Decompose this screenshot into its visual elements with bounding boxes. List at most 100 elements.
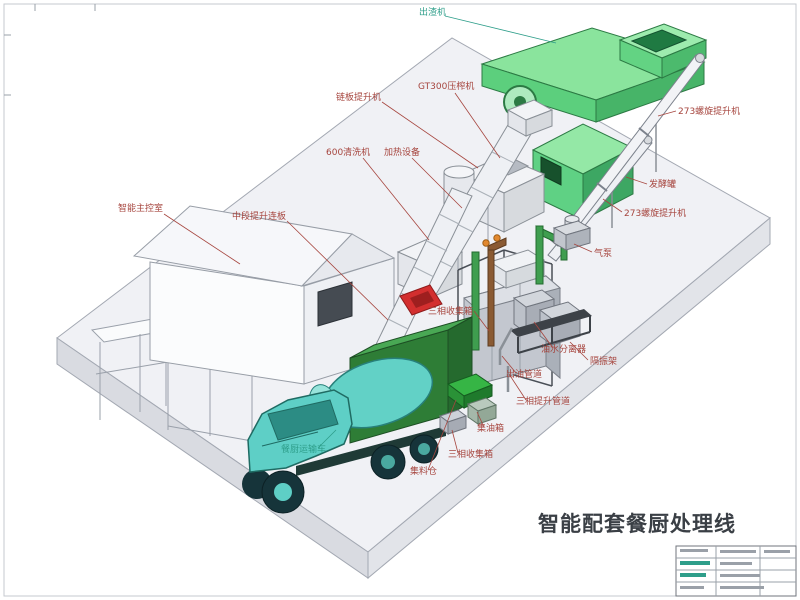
title-block-text-bar bbox=[680, 549, 708, 552]
label-text: 273螺旋提升机 bbox=[678, 105, 740, 117]
title-block-text-bar-teal bbox=[680, 561, 710, 565]
label-text: 集油箱 bbox=[477, 422, 504, 434]
title-block-text-bar bbox=[720, 550, 756, 553]
oil-box-right bbox=[477, 404, 497, 425]
front-wheel-hub bbox=[274, 483, 292, 501]
leader-line bbox=[444, 15, 557, 44]
leader-line bbox=[454, 92, 501, 159]
leader-line bbox=[602, 198, 623, 213]
label-text: 600清洗机 bbox=[326, 146, 370, 158]
leader-line bbox=[451, 429, 459, 454]
label-three-phase-lift-pipe: 三相提升管道 bbox=[508, 373, 570, 407]
ferment-tank-door bbox=[540, 156, 562, 186]
leader-line bbox=[381, 101, 479, 169]
truck-chassis bbox=[296, 426, 446, 476]
label-washer-600: 600清洗机 bbox=[326, 146, 430, 241]
windshield bbox=[267, 399, 339, 441]
vibration-frame-beam bbox=[510, 309, 592, 337]
material-hopper bbox=[446, 373, 494, 409]
label-oil-outlet-pipe: 出油管道 bbox=[501, 355, 542, 380]
label-text: GT300压榨机 bbox=[418, 80, 474, 92]
oil-collection-box bbox=[466, 397, 498, 425]
label-text: 三相收集箱 bbox=[448, 448, 493, 460]
leader-line bbox=[625, 176, 648, 185]
label-oil-collection-tank: 集油箱 bbox=[476, 411, 504, 434]
label-air-pump: 气泵 bbox=[573, 243, 612, 259]
three-phase-collector-box bbox=[438, 409, 468, 435]
collector-box-right bbox=[447, 415, 467, 435]
label-heater: 加热设备 bbox=[384, 146, 463, 209]
sheet-border bbox=[3, 3, 797, 597]
label-text: 出渣机 bbox=[419, 6, 446, 18]
valve-knob bbox=[482, 239, 490, 247]
hopper-right bbox=[463, 384, 493, 409]
red-chute bbox=[399, 284, 443, 316]
label-mid-lift-conveyor: 中段提升连板 bbox=[232, 210, 389, 321]
oil-outlet-pipe bbox=[498, 327, 514, 365]
top-bin-right bbox=[505, 259, 545, 289]
label-text: 三相提升管道 bbox=[516, 395, 570, 407]
title-block-text-bar bbox=[720, 586, 764, 589]
label-text: 273螺旋提升机 bbox=[624, 207, 686, 219]
label-material-hopper: 集料仓 bbox=[410, 399, 457, 477]
heater-top bbox=[443, 165, 475, 179]
title-block-text-bar bbox=[720, 562, 752, 565]
waste-truck bbox=[242, 316, 473, 514]
label-fermentation-tank: 发酵罐 bbox=[625, 176, 676, 190]
platform-right-face bbox=[367, 216, 771, 580]
slag-discharge-machine bbox=[480, 23, 708, 123]
leader-line bbox=[362, 157, 430, 241]
pump-right bbox=[565, 227, 591, 251]
air-pump-unit bbox=[552, 215, 592, 251]
title-block-text-bar bbox=[720, 574, 760, 577]
control-room-building bbox=[90, 205, 396, 442]
leader-line bbox=[163, 213, 241, 265]
label-text: 中段提升连板 bbox=[232, 210, 286, 222]
vibration-frame-bottom bbox=[517, 331, 591, 354]
leader-line bbox=[286, 220, 389, 321]
green-pipe bbox=[535, 225, 544, 285]
hood-line bbox=[261, 431, 319, 447]
label-text: 餐厨运输车 bbox=[281, 443, 326, 455]
oil-water-separator-unit bbox=[498, 289, 592, 392]
deck-rail bbox=[95, 361, 169, 375]
leader-line bbox=[473, 310, 490, 332]
label-waste-truck: 餐厨运输车 bbox=[281, 429, 337, 455]
leader-line bbox=[317, 429, 337, 449]
slag-cab-right bbox=[661, 39, 707, 79]
label-vibration-frame: 隔振架 bbox=[569, 341, 617, 367]
red-chute-inner bbox=[410, 291, 434, 308]
title-block-text-bar bbox=[764, 550, 790, 553]
screw-pipe-upper-cap bbox=[695, 53, 705, 63]
press-right bbox=[503, 173, 545, 233]
container-top bbox=[349, 316, 473, 359]
label-text: 智能主控室 bbox=[118, 202, 163, 214]
leader-line bbox=[508, 373, 527, 401]
leader-line bbox=[569, 341, 589, 361]
sheet-frame bbox=[3, 3, 797, 597]
label-text: 集料仓 bbox=[410, 465, 437, 477]
leader-line bbox=[427, 399, 457, 471]
label-text: 加热设备 bbox=[384, 146, 420, 158]
label-control-room: 智能主控室 bbox=[118, 202, 241, 265]
label-gt300-press: GT300压榨机 bbox=[418, 80, 501, 159]
label-three-phase-collector-lower: 三相收集箱 bbox=[448, 429, 493, 460]
title-block-text-bar bbox=[680, 586, 704, 589]
pipe-flange bbox=[596, 182, 608, 192]
slag-hopper-opening bbox=[630, 29, 688, 53]
label-text: 三相收集箱 bbox=[428, 305, 473, 317]
leader-line bbox=[657, 110, 677, 117]
rear-wheel-hub bbox=[381, 455, 395, 469]
building-window bbox=[317, 281, 353, 327]
leader-labels: 出渣机 链板提升机 GT300压榨机 273螺旋提升机 600清洗机 加热设备 … bbox=[118, 6, 740, 477]
drawing-title: 智能配套餐厨处理线 bbox=[538, 512, 736, 536]
label-text: 隔振架 bbox=[590, 355, 617, 367]
collection-tank-cluster bbox=[457, 225, 569, 393]
label-chain-plate-elevator: 链板提升机 bbox=[336, 91, 479, 169]
label-three-phase-collector-upper: 三相收集箱 bbox=[428, 305, 490, 332]
label-slag-machine: 出渣机 bbox=[419, 6, 557, 44]
label-screw-elevator-lower: 273螺旋提升机 bbox=[602, 198, 686, 219]
rear-wheel-hub bbox=[418, 443, 430, 455]
